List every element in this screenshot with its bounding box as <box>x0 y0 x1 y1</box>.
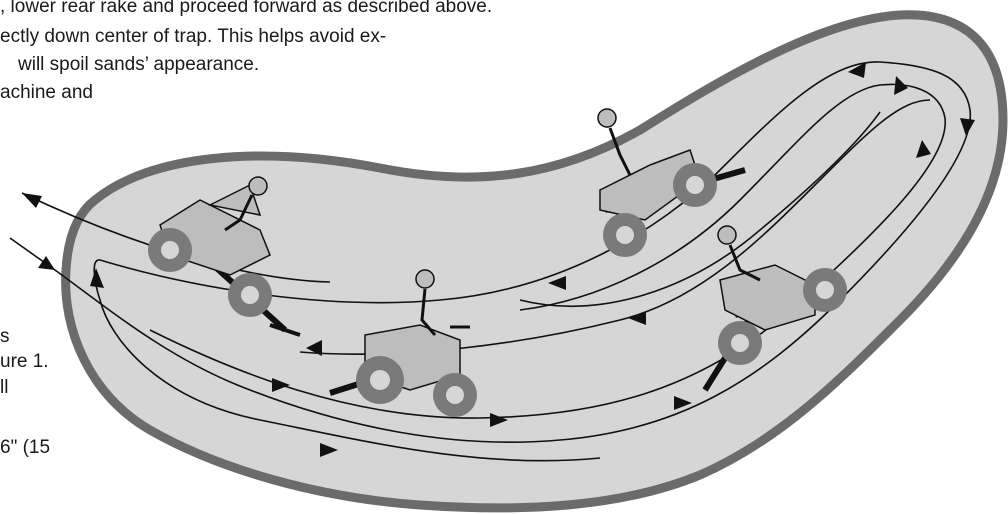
text-line-2: ectly down center of trap. This helps av… <box>0 26 387 47</box>
arrow-9 <box>960 118 975 136</box>
arrow-6 <box>628 311 646 325</box>
rake-machine-3 <box>597 108 746 257</box>
path-loop-outer <box>54 61 972 462</box>
text-line-3: will spoil sands’ appearance. <box>18 54 260 75</box>
rake-machine-1 <box>148 176 301 337</box>
arrow-entry <box>38 256 55 270</box>
text-line-5: s <box>0 326 10 347</box>
arrow-5 <box>548 276 566 290</box>
text-line-7: ll <box>0 377 9 398</box>
text-line-6: ure 1. <box>0 351 49 372</box>
arrow-2 <box>272 378 290 392</box>
arrow-4 <box>320 443 338 457</box>
rake-machine-4 <box>702 225 847 392</box>
arrow-exit <box>22 193 42 208</box>
sand-trap <box>61 10 1008 513</box>
arrow-7 <box>674 396 692 410</box>
text-line-4: achine and <box>0 82 93 103</box>
arrow-11 <box>894 76 908 95</box>
arrow-1 <box>306 340 322 356</box>
path-return <box>519 111 881 307</box>
arrow-heads <box>22 62 975 457</box>
path-loop-inner <box>149 83 946 419</box>
arrow-3 <box>490 413 508 427</box>
text-line-1: , lower rear rake and proceed forward as… <box>0 0 493 17</box>
arrow-8 <box>916 140 931 158</box>
arrow-10 <box>848 62 866 78</box>
arrow-left-loop <box>90 268 104 288</box>
rake-machine-2 <box>329 269 477 417</box>
text-line-8: 6" (15 <box>0 437 51 458</box>
